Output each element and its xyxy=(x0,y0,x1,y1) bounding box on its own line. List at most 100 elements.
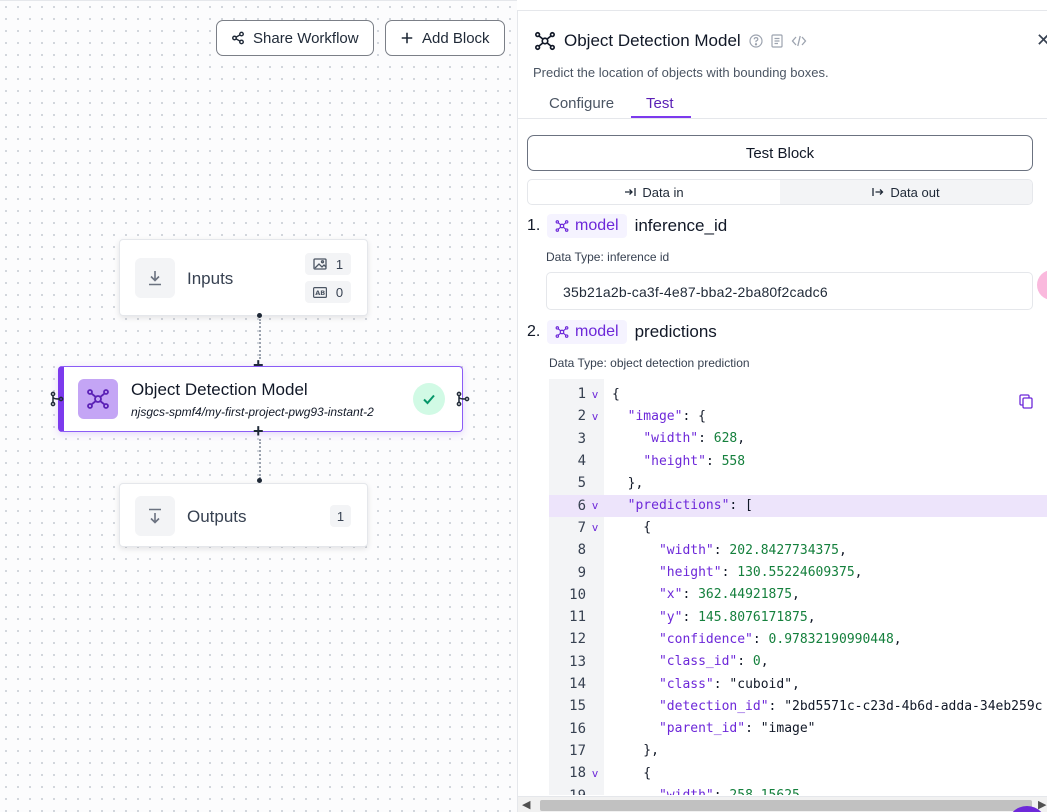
block-detail-panel: Object Detection Model ✕ Predict the loc… xyxy=(517,10,1047,812)
code-icon[interactable] xyxy=(791,34,807,48)
output-data-type: Data Type: inference id xyxy=(546,250,670,264)
workflow-canvas[interactable]: Share Workflow Add Block Inputs 1 AB 0 xyxy=(0,0,517,812)
success-check-icon xyxy=(413,383,445,415)
code-line: 13 "class_id": 0, xyxy=(549,651,1047,673)
code-text: "class": "cuboid", xyxy=(658,676,800,692)
fold-chevron-icon[interactable]: v xyxy=(591,387,599,401)
insert-block-plus-icon[interactable]: + xyxy=(253,355,264,375)
fold-chevron-icon[interactable]: v xyxy=(591,499,599,513)
plus-icon xyxy=(401,32,413,44)
connector-line xyxy=(259,319,261,359)
code-text: "height": 130.55224609375, xyxy=(658,565,863,581)
connector-line-2 xyxy=(259,439,261,479)
fold-chevron-icon[interactable]: v xyxy=(591,521,599,535)
data-in-segment[interactable]: Data in xyxy=(528,180,780,204)
download-icon xyxy=(135,258,175,298)
share-workflow-label: Share Workflow xyxy=(253,29,359,47)
model-network-icon xyxy=(555,220,569,232)
output-name: predictions xyxy=(634,322,717,341)
text-ab-icon: AB xyxy=(312,286,327,298)
output-row-inference-id: 1. model inference_id xyxy=(527,214,727,238)
line-number: 18 xyxy=(569,765,586,782)
copy-icon[interactable] xyxy=(1019,394,1033,409)
code-text: "detection_id": "2bd5571c-c23d-4b6d-adda… xyxy=(658,698,1043,714)
line-number: 19 xyxy=(549,788,586,795)
data-out-label: Data out xyxy=(890,184,940,200)
code-line: 9 "height": 130.55224609375, xyxy=(549,561,1047,583)
code-text: }, xyxy=(612,743,659,759)
share-workflow-button[interactable]: Share Workflow xyxy=(216,20,374,56)
output-data-type: Data Type: object detection prediction xyxy=(549,356,750,370)
code-line: 4 "height": 558 xyxy=(549,450,1047,472)
add-block-button[interactable]: Add Block xyxy=(385,20,505,56)
code-text: "width": 628, xyxy=(643,431,746,447)
data-out-segment[interactable]: Data out xyxy=(780,180,1032,204)
text-count-badge: AB 0 xyxy=(305,281,351,303)
fold-chevron-icon[interactable]: v xyxy=(591,766,599,780)
tab-test[interactable]: Test xyxy=(646,95,674,112)
model-network-icon xyxy=(535,31,555,51)
inputs-node[interactable]: Inputs 1 AB 0 xyxy=(119,239,368,316)
code-line: 18 v { xyxy=(549,762,1047,784)
line-number: 2 xyxy=(577,408,586,425)
code-line: 14 "class": "cuboid", xyxy=(549,673,1047,695)
scrollbar-thumb[interactable] xyxy=(540,800,1032,811)
feedback-bubble[interactable] xyxy=(1037,270,1047,300)
code-line: 15 "detection_id": "2bd5571c-c23d-4b6d-a… xyxy=(549,695,1047,717)
line-number: 11 xyxy=(569,609,586,626)
code-line: 10 "x": 362.44921875, xyxy=(549,584,1047,606)
model-chip-label: model xyxy=(575,217,619,234)
panel-header: Object Detection Model xyxy=(534,30,807,52)
text-count: 0 xyxy=(335,284,344,300)
code-text: "x": 362.44921875, xyxy=(658,587,800,603)
code-text: "width": 258.15625 xyxy=(604,788,800,795)
code-line: 5 }, xyxy=(549,472,1047,494)
data-in-label: Data in xyxy=(642,184,684,200)
output-name: inference_id xyxy=(634,216,728,235)
add-block-label: Add Block xyxy=(422,29,490,47)
line-number-gutter xyxy=(549,379,604,795)
object-detection-node[interactable]: Object Detection Model njsgcs-spmf4/my-f… xyxy=(58,366,463,432)
code-text: "width": 202.8427734375, xyxy=(658,542,847,558)
chat-launcher[interactable] xyxy=(1007,806,1047,812)
line-number: 16 xyxy=(569,720,586,737)
code-line: 16 "parent_id": "image" xyxy=(549,718,1047,740)
horizontal-scrollbar[interactable]: ◀ ▶ xyxy=(518,796,1047,812)
code-text: "predictions": [ xyxy=(627,498,753,514)
scroll-left-icon[interactable]: ◀ xyxy=(522,799,531,811)
inference-id-value[interactable]: 35b21a2b-ca3f-4e87-bba2-2ba80f2cadc6 xyxy=(546,272,1033,310)
svg-text:AB: AB xyxy=(315,289,325,297)
model-chip: model xyxy=(547,214,627,238)
model-chip: model xyxy=(547,320,627,344)
code-text: { xyxy=(612,765,652,781)
line-number: 8 xyxy=(577,542,586,559)
output-number: 2. xyxy=(527,323,541,340)
close-icon[interactable]: ✕ xyxy=(1036,30,1047,51)
branch-right-icon[interactable] xyxy=(455,391,471,407)
line-number: 10 xyxy=(569,586,586,603)
docs-icon[interactable] xyxy=(771,34,783,48)
insert-block-plus-icon-2[interactable]: + xyxy=(253,421,264,441)
code-text: "height": 558 xyxy=(643,453,746,469)
image-count-badge: 1 xyxy=(305,253,351,275)
code-text: { xyxy=(612,386,620,402)
fold-chevron-icon[interactable]: v xyxy=(591,409,599,423)
help-icon[interactable] xyxy=(749,34,763,48)
tab-configure[interactable]: Configure xyxy=(549,95,615,112)
image-icon xyxy=(313,258,327,270)
line-number: 4 xyxy=(577,453,586,470)
code-line: 17 }, xyxy=(549,740,1047,762)
code-text: "class_id": 0, xyxy=(658,654,769,670)
scroll-right-icon[interactable]: ▶ xyxy=(1038,799,1047,811)
line-number: 13 xyxy=(569,653,586,670)
branch-left-icon[interactable] xyxy=(49,391,65,407)
inputs-label: Inputs xyxy=(187,269,234,288)
outputs-node[interactable]: Outputs 1 xyxy=(119,483,368,547)
outputs-count-badge: 1 xyxy=(330,505,351,527)
line-number: 9 xyxy=(577,564,586,581)
test-block-button[interactable]: Test Block xyxy=(527,135,1033,171)
code-line: 8 "width": 202.8427734375, xyxy=(549,539,1047,561)
